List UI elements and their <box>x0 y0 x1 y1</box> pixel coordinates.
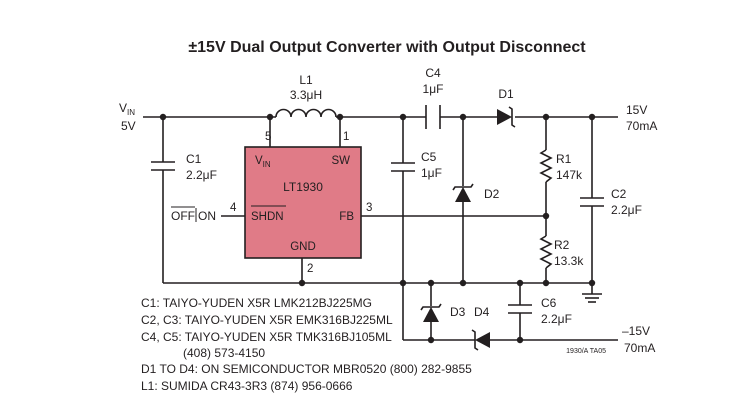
output-pos-voltage: 15V <box>626 103 647 117</box>
l1-ref: L1 <box>299 73 313 87</box>
c6-value: 2.2μF <box>541 312 572 326</box>
title: ±15V Dual Output Converter with Output D… <box>188 39 586 56</box>
off-label: OFF <box>171 209 195 223</box>
c2-ref: C2 <box>611 187 627 201</box>
output-neg-voltage: –15V <box>622 324 650 338</box>
d4-ref: D4 <box>474 305 490 319</box>
r2-value: 13.3k <box>554 254 584 268</box>
capacitor-c5 <box>391 162 415 172</box>
figure-code: 1930/A TA05 <box>566 348 606 355</box>
input-label: VIN <box>119 101 135 117</box>
d1-ref: D1 <box>498 87 514 101</box>
d2-ref: D2 <box>484 187 500 201</box>
resistor-r2 <box>539 235 553 269</box>
note-line: C4, C5: TAIYO-YUDEN X5R TMK316BJ105ML <box>141 330 392 344</box>
c1-value: 2.2μF <box>186 168 217 182</box>
ic-part-number: LT1930 <box>283 180 323 194</box>
on-label: ON <box>198 209 216 223</box>
note-line: D1 TO D4: ON SEMICONDUCTOR MBR0520 (800)… <box>141 362 472 376</box>
wires <box>143 116 618 341</box>
r2-ref: R2 <box>554 238 570 252</box>
pin-number-vin: 5 <box>265 131 271 143</box>
diode-d2 <box>452 183 474 202</box>
ic-pin-gnd: GND <box>290 241 316 253</box>
l1-value: 3.3μH <box>290 88 322 102</box>
note-line: L1: SUMIDA CR43-3R3 (874) 956-0666 <box>141 379 353 393</box>
pin-number-sw: 1 <box>343 131 349 143</box>
r1-value: 147k <box>556 168 583 182</box>
capacitor-c1 <box>151 161 175 171</box>
ic-lt1930 <box>244 146 362 259</box>
input-voltage: 5V <box>121 119 136 133</box>
capacitor-c2 <box>580 197 604 207</box>
capacitor-c6 <box>508 304 532 314</box>
d3-ref: D3 <box>450 305 466 319</box>
pin-number-shdn: 4 <box>230 202 237 214</box>
component-notes: C1: TAIYO-YUDEN X5R LMK212BJ225MG C2, C3… <box>141 296 472 393</box>
junction-dots <box>159 113 596 344</box>
ic-pin-fb: FB <box>339 211 354 223</box>
inductor-l1 <box>275 108 337 118</box>
note-line: (408) 573-4150 <box>183 346 265 360</box>
c4-ref: C4 <box>425 66 441 80</box>
pin-number-gnd: 2 <box>307 263 313 275</box>
ic-pin-shdn: SHDN <box>251 211 284 223</box>
pin-number-fb: 3 <box>366 202 372 214</box>
ic-pin-sw: SW <box>331 155 350 167</box>
resistor-r1 <box>539 149 553 183</box>
c4-value: 1μF <box>423 82 444 96</box>
ic-pin-vin: VIN <box>255 155 271 169</box>
r1-ref: R1 <box>556 152 572 166</box>
capacitor-c4 <box>425 105 441 129</box>
c5-value: 1μF <box>421 166 442 180</box>
diode-d1 <box>497 106 516 128</box>
output-neg-current: 70mA <box>624 341 655 355</box>
output-pos-current: 70mA <box>626 119 657 133</box>
c5-ref: C5 <box>421 150 437 164</box>
c2-value: 2.2μF <box>611 203 642 217</box>
c1-ref: C1 <box>186 152 202 166</box>
c6-ref: C6 <box>541 296 557 310</box>
diode-d4 <box>471 329 490 351</box>
note-line: C2, C3: TAIYO-YUDEN X5R EMK316BJ225ML <box>141 313 393 327</box>
note-line: C1: TAIYO-YUDEN X5R LMK212BJ225MG <box>141 296 372 310</box>
diode-d3 <box>420 303 442 322</box>
ground-icon <box>582 293 602 303</box>
